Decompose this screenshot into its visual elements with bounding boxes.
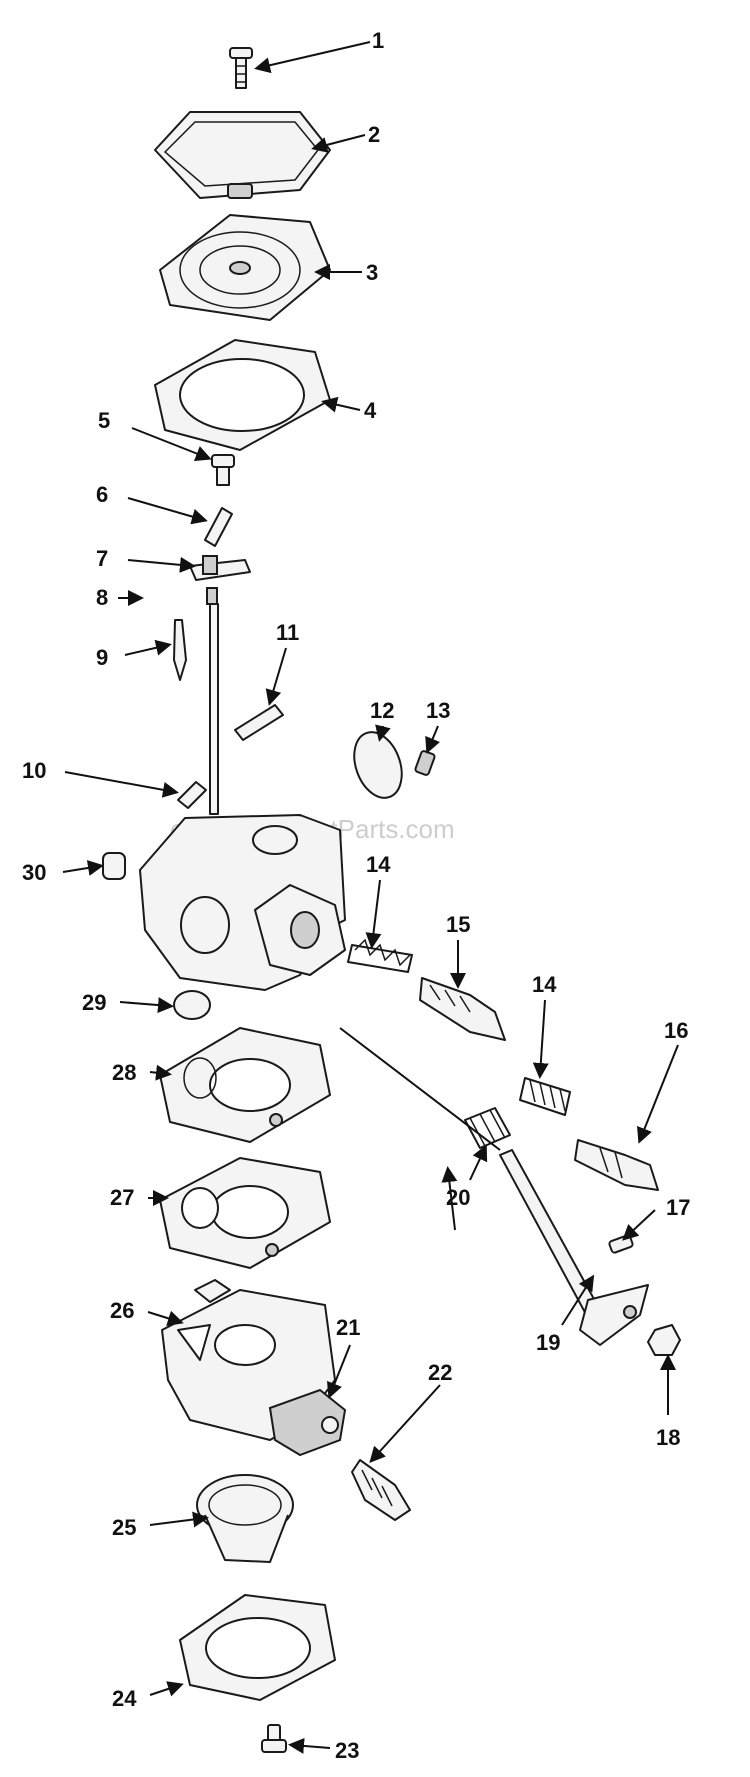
part-29-plug bbox=[173, 990, 211, 1020]
part-19-choke-shaft bbox=[499, 1149, 649, 1346]
label-14b: 14 bbox=[532, 972, 557, 997]
part-5-screw bbox=[211, 454, 235, 486]
part-9-needle bbox=[173, 619, 187, 681]
label-29: 29 bbox=[82, 990, 106, 1015]
part-28-gasket bbox=[159, 1027, 331, 1143]
part-14-spring-lower bbox=[519, 1077, 571, 1116]
label-27: 27 bbox=[110, 1185, 134, 1210]
label-13: 13 bbox=[426, 698, 450, 723]
label-22: 22 bbox=[428, 1360, 452, 1385]
label-1: 1 bbox=[372, 28, 384, 53]
leader-lines bbox=[62, 41, 679, 1754]
label-24: 24 bbox=[112, 1686, 137, 1711]
label-8: 8 bbox=[96, 585, 108, 610]
label-5: 5 bbox=[98, 408, 110, 433]
part-2-cover bbox=[154, 111, 331, 199]
part-number-labels: 1 2 3 4 5 6 7 8 9 10 11 12 13 14 15 14 1… bbox=[22, 28, 690, 1763]
part-25-cup bbox=[196, 1474, 294, 1563]
part-24-gasket bbox=[179, 1594, 336, 1701]
part-13-screw bbox=[414, 750, 436, 776]
part-14-spring-upper bbox=[347, 938, 413, 973]
label-6: 6 bbox=[96, 482, 108, 507]
part-15-needle-screw bbox=[419, 977, 506, 1041]
label-20: 20 bbox=[446, 1185, 470, 1210]
carburetor-body bbox=[139, 814, 346, 991]
part-12-disc bbox=[353, 731, 403, 799]
label-2: 2 bbox=[368, 122, 380, 147]
label-10: 10 bbox=[22, 758, 46, 783]
part-23-screw bbox=[261, 1724, 287, 1753]
label-28: 28 bbox=[112, 1060, 136, 1085]
label-9: 9 bbox=[96, 645, 108, 670]
label-19: 19 bbox=[536, 1330, 560, 1355]
part-3-diaphragm bbox=[159, 214, 331, 321]
label-14a: 14 bbox=[366, 852, 391, 877]
part-4-gasket bbox=[154, 339, 331, 451]
part-11-pin bbox=[234, 704, 284, 741]
part-16-needle-screw bbox=[574, 1139, 659, 1191]
part-1-screw bbox=[229, 47, 253, 89]
part-10-clip bbox=[177, 781, 207, 809]
part-7-lever bbox=[189, 555, 251, 581]
label-16: 16 bbox=[664, 1018, 688, 1043]
label-18: 18 bbox=[656, 1425, 680, 1450]
label-23: 23 bbox=[335, 1738, 359, 1763]
label-7: 7 bbox=[96, 546, 108, 571]
part-22-screw bbox=[351, 1459, 411, 1521]
label-30: 30 bbox=[22, 860, 46, 885]
part-8-spring bbox=[206, 587, 218, 605]
part-18-nut bbox=[647, 1324, 681, 1356]
label-12: 12 bbox=[370, 698, 394, 723]
part-26-pump-body bbox=[161, 1279, 347, 1457]
label-25: 25 bbox=[112, 1515, 136, 1540]
label-26: 26 bbox=[110, 1298, 134, 1323]
label-17: 17 bbox=[666, 1195, 690, 1220]
label-15: 15 bbox=[446, 912, 470, 937]
part-27-gasket bbox=[159, 1157, 331, 1269]
part-17-screw bbox=[608, 1234, 634, 1254]
label-3: 3 bbox=[366, 260, 378, 285]
label-11: 11 bbox=[276, 620, 299, 645]
label-4: 4 bbox=[364, 398, 377, 423]
label-21: 21 bbox=[336, 1315, 360, 1340]
throttle-shaft bbox=[209, 603, 219, 815]
part-30-plug bbox=[102, 852, 126, 880]
part-6-pin bbox=[204, 507, 233, 547]
